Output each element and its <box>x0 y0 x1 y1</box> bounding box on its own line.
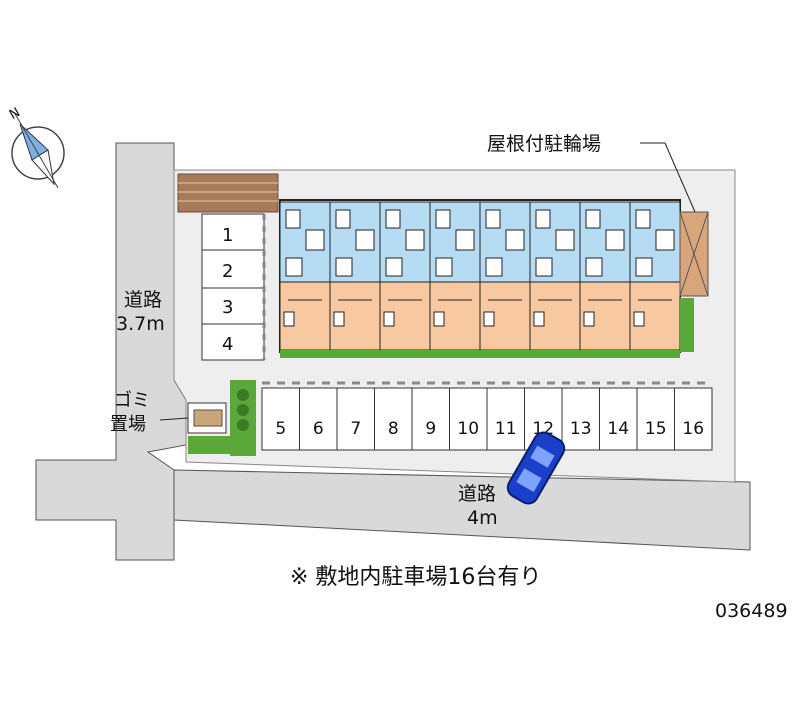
parking-slot-bay <box>599 387 638 451</box>
apartment-unit <box>479 201 531 351</box>
road-bottom-line2: 4m <box>467 507 498 529</box>
apartment-unit <box>329 201 381 351</box>
bicycle-shed <box>640 142 709 352</box>
parking-slot-1: 1 <box>222 225 233 246</box>
apartment-unit <box>629 201 681 351</box>
road-left <box>35 142 187 561</box>
garbage-area <box>159 380 256 456</box>
parking-slot-bay <box>374 387 413 451</box>
parking-slot-5: 5 <box>275 419 286 439</box>
parking-slot-13: 13 <box>570 419 592 439</box>
road-left-line1: 道路 <box>124 289 162 311</box>
parking-slot-bay <box>486 387 525 451</box>
apartment-building <box>279 199 681 358</box>
parking-slot-3: 3 <box>222 297 233 318</box>
apartment-unit <box>279 201 331 351</box>
parking-slot-bay <box>261 387 300 451</box>
road-bottom-line1: 道路 <box>458 483 496 505</box>
garbage-label-line1: ゴミ <box>114 390 150 411</box>
parking-slot-14: 14 <box>607 419 629 439</box>
parking-slot-4: 4 <box>222 334 233 355</box>
bicycle-parking-label: 屋根付駐輪場 <box>487 133 601 155</box>
apartment-unit <box>529 201 581 351</box>
parking-slot-16: 16 <box>682 419 704 439</box>
parking-slot-6: 6 <box>313 419 324 439</box>
parking-slot-bay <box>674 387 713 451</box>
property-code: 036489 <box>715 600 788 622</box>
parking-slot-8: 8 <box>388 419 399 439</box>
parking-slot-9: 9 <box>425 419 436 439</box>
compass-icon: N <box>7 105 65 189</box>
parking-slot-15: 15 <box>645 419 667 439</box>
car-icon <box>506 431 566 505</box>
parking-slot-11: 11 <box>495 419 517 439</box>
parking-left: 1 2 3 4 <box>201 213 266 361</box>
parking-slot-bay <box>561 387 600 451</box>
road-left-line2: 3.7m <box>116 313 165 335</box>
compass-north-label: N <box>7 105 23 123</box>
brick-wall <box>177 173 279 213</box>
units <box>279 201 681 351</box>
apartment-unit <box>429 201 481 351</box>
parking-slot-bay <box>299 387 338 451</box>
parking-slot-bay <box>636 387 675 451</box>
parking-note: ※ 敷地内駐車場16台有り <box>290 565 541 590</box>
parking-slot-bay <box>449 387 488 451</box>
road-bottom <box>173 469 751 551</box>
apartment-unit <box>579 201 631 351</box>
brick-pattern <box>178 182 278 202</box>
parking-slot-bay <box>336 387 375 451</box>
apartment-unit <box>379 201 431 351</box>
parking-slot-10: 10 <box>457 419 479 439</box>
garbage-label-line2: 置場 <box>110 414 146 435</box>
parking-slot-7: 7 <box>350 419 361 439</box>
parking-slot-2: 2 <box>222 261 233 282</box>
